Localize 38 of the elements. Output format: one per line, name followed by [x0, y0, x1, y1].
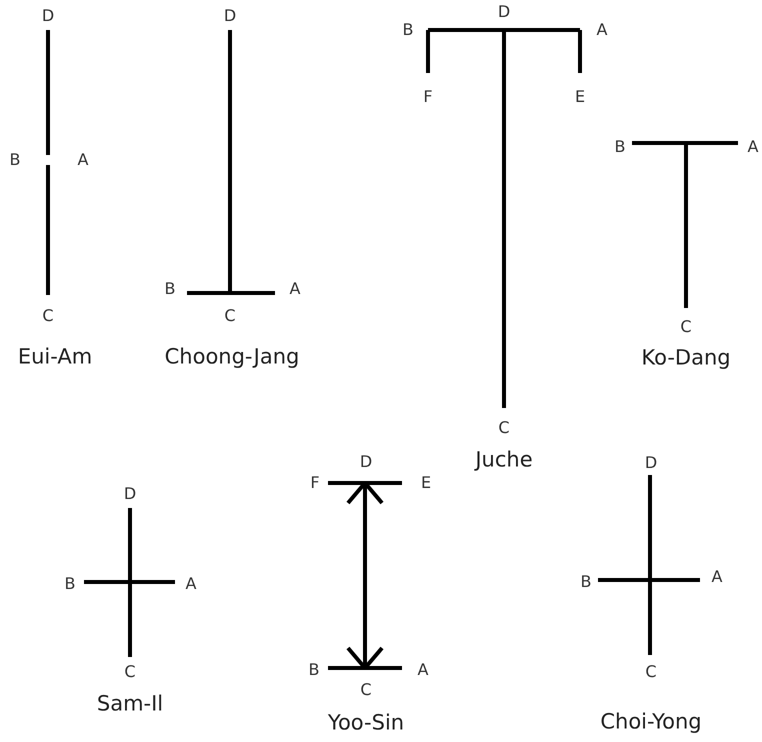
pattern-name: Juche: [475, 450, 533, 470]
direction-letter: B: [64, 576, 76, 592]
direction-letter: B: [10, 152, 20, 168]
direction-letter: A: [290, 281, 300, 297]
direction-letter: A: [596, 22, 608, 38]
pattern-name: Choi-Yong: [600, 712, 702, 732]
pattern-name: Eui-Am: [18, 346, 92, 368]
direction-letter: C: [498, 420, 510, 436]
direction-letter: B: [614, 139, 626, 155]
direction-letter: C: [224, 308, 236, 324]
direction-letter: D: [224, 8, 236, 24]
pattern-name: Sam-Il: [96, 694, 164, 714]
direction-letter: C: [680, 319, 692, 335]
pattern-name: Yoo-Sin: [328, 712, 404, 734]
pattern-name: Ko-Dang: [641, 348, 731, 368]
direction-letter: B: [308, 662, 320, 678]
direction-letter: E: [574, 89, 586, 105]
direction-letter: C: [360, 682, 372, 698]
direction-letter: D: [644, 455, 658, 471]
direction-letter: D: [124, 486, 136, 502]
direction-letter: E: [420, 475, 432, 491]
direction-letter: F: [423, 89, 433, 105]
direction-letter: D: [42, 8, 54, 24]
direction-letter: D: [498, 4, 510, 20]
direction-letter: D: [360, 454, 372, 470]
direction-letter: A: [186, 576, 196, 592]
direction-letter: B: [164, 281, 176, 297]
direction-letter: B: [402, 22, 414, 38]
pattern-name: Choong-Jang: [164, 346, 300, 368]
direction-letter: C: [42, 308, 54, 324]
direction-letter: A: [78, 152, 88, 168]
direction-letter: A: [748, 139, 758, 155]
direction-letter: B: [580, 574, 592, 590]
direction-letter: A: [712, 569, 722, 585]
direction-letter: C: [124, 664, 136, 680]
direction-letter: A: [418, 662, 428, 678]
direction-letter: C: [645, 664, 657, 680]
direction-letter: F: [310, 475, 320, 491]
